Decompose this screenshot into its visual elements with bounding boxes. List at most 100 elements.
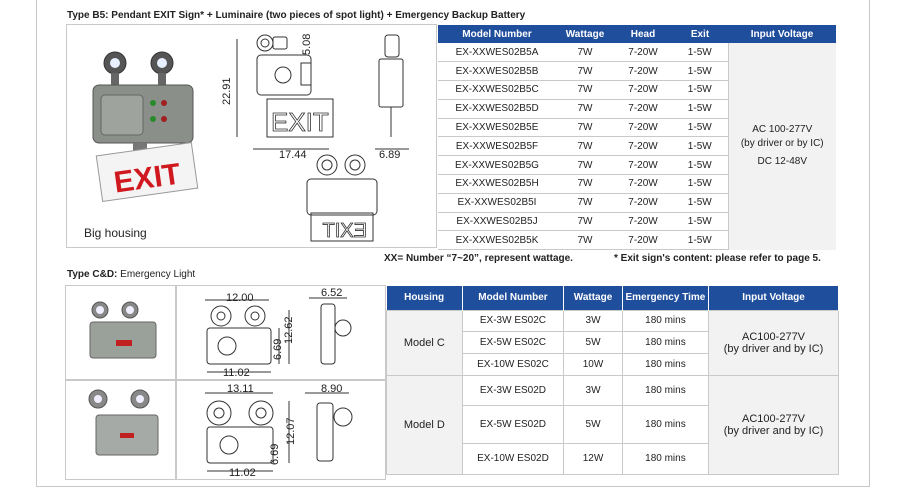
- model-d-dim-inner: 6.69: [269, 443, 281, 465]
- b5-input-voltage-line: AC 100-277V: [752, 124, 813, 136]
- b5-cell: EX-XXWES02B5C: [438, 80, 556, 100]
- b5-input-voltage-line: (by driver or by IC): [740, 138, 824, 150]
- cd-cell: EX-10W ES02C: [461, 352, 565, 376]
- b5-cell: 7-20W: [614, 155, 672, 176]
- b5-cell: EX-XXWES02B5J: [438, 212, 556, 232]
- b5-cell: 7-20W: [614, 193, 672, 213]
- b5-cell: 7-20W: [614, 174, 672, 194]
- b5-dim-depth: 6.89: [379, 149, 401, 161]
- section-cd-title-light: Emergency Light: [117, 269, 196, 280]
- b5-cell: EX-XXWES02B5D: [438, 99, 556, 119]
- b5-cell: 1-5W: [672, 43, 728, 63]
- b5-cell: EX-XXWES02B5I: [438, 193, 556, 213]
- b5-cell: 1-5W: [672, 212, 728, 232]
- frame-bottom-line: [36, 486, 870, 487]
- b5-dim-top: 5.08: [301, 33, 313, 55]
- model-c-dim-depth: 6.52: [321, 287, 343, 299]
- cd-cell: 12W: [563, 442, 623, 475]
- model-d-drawing: [205, 392, 353, 472]
- cd-cell: EX-10W ES02D: [461, 442, 565, 475]
- b5-spec-table: Model Number Wattage Head Exit Input Vol…: [438, 25, 836, 251]
- b5-cell: 7W: [556, 193, 614, 213]
- b5-cell: 1-5W: [672, 174, 728, 194]
- model-c-drawing-cell: 12.00 6.52 12.62 6.69 11.02: [176, 285, 386, 380]
- b5-cell: 7W: [556, 230, 614, 251]
- cd-input-voltage-cell: AC100-277V(by driver and by IC): [708, 309, 839, 376]
- model-d-dim-depth: 8.90: [321, 383, 343, 395]
- b5-col-input-voltage: Input Voltage: [728, 25, 836, 43]
- section-cd-title: Type C&D: Emergency Light: [67, 269, 195, 280]
- cd-col-input-voltage: Input Voltage: [708, 286, 839, 310]
- b5-cell: 7W: [556, 174, 614, 194]
- b5-col-head: Head: [614, 25, 672, 43]
- b5-col-model: Model Number: [438, 25, 556, 43]
- cd-input-voltage-line: AC100-277V: [742, 330, 806, 343]
- frame-right-line: [869, 0, 870, 486]
- b5-cell: 1-5W: [672, 61, 728, 82]
- cd-cell: 180 mins: [621, 442, 710, 475]
- b5-cell: EX-XXWES02B5E: [438, 118, 556, 138]
- b5-cell: EX-XXWES02B5F: [438, 136, 556, 157]
- b5-cell: 7-20W: [614, 136, 672, 157]
- model-d-photo: [88, 389, 159, 456]
- b5-cell: EX-XXWES02B5K: [438, 230, 556, 251]
- cd-input-voltage-line: (by driver and by IC): [723, 424, 824, 437]
- model-d-photo-cell: [65, 380, 176, 480]
- model-c-dim-width: 12.00: [226, 292, 254, 304]
- b5-exit-drawing-text: EXIT: [271, 107, 329, 137]
- model-c-dim-height: 12.62: [283, 316, 295, 344]
- b5-cell: 7W: [556, 43, 614, 63]
- cd-cell: EX-3W ES02C: [461, 309, 565, 332]
- b5-input-voltage-line: DC 12-48V: [757, 156, 807, 168]
- b5-cell: 7W: [556, 118, 614, 138]
- section-b5-title: Type B5: Pendant EXIT Sign* + Luminaire …: [67, 10, 526, 21]
- cd-input-voltage-cell: AC100-277V(by driver and by IC): [708, 374, 839, 475]
- model-d-drawing-cell: 13.11 8.90 12.07 6.69 11.02: [176, 380, 386, 480]
- cd-cell: EX-5W ES02C: [461, 330, 565, 354]
- b5-cell: 7W: [556, 80, 614, 100]
- model-d-dim-bottom: 11.02: [229, 467, 256, 479]
- b5-cell: 7W: [556, 61, 614, 82]
- b5-cell: 7W: [556, 212, 614, 232]
- cd-cell: 5W: [563, 404, 623, 444]
- b5-cell: 7-20W: [614, 43, 672, 63]
- model-c-drawing: [205, 297, 352, 373]
- model-c-photo: [89, 301, 157, 359]
- cd-cell: 180 mins: [621, 309, 710, 332]
- cd-col-housing: Housing: [386, 286, 463, 310]
- cd-cell: 180 mins: [621, 374, 710, 406]
- cd-input-voltage-line: (by driver and by IC): [723, 342, 824, 355]
- b5-photo: [92, 51, 199, 203]
- cd-cell: 10W: [563, 352, 623, 376]
- b5-cell: 7-20W: [614, 80, 672, 100]
- frame-left-line: [36, 0, 37, 486]
- b5-exit-bottom-text: EXIT: [323, 220, 367, 242]
- b5-dim-width: 17.44: [279, 149, 307, 161]
- b5-image-box: EXIT EXIT EXIT Big housing 17.44 6.89 22: [66, 24, 437, 248]
- b5-col-exit: Exit: [672, 25, 728, 43]
- b5-cell: EX-XXWES02B5A: [438, 43, 556, 63]
- cd-spec-table: Housing Model Number Wattage Emergency T…: [386, 286, 839, 475]
- b5-cell: 7W: [556, 155, 614, 176]
- model-d-dim-height: 12.07: [285, 417, 297, 445]
- model-d-dim-width: 13.11: [227, 383, 254, 395]
- b5-cell: 1-5W: [672, 118, 728, 138]
- cd-housing-cell: Model C: [386, 309, 463, 376]
- cd-input-voltage-line: AC100-277V: [742, 412, 806, 425]
- b5-cell: EX-XXWES02B5H: [438, 174, 556, 194]
- b5-cell: 1-5W: [672, 136, 728, 157]
- section-cd-title-bold: Type C&D:: [67, 269, 118, 280]
- b5-cell: 7-20W: [614, 61, 672, 82]
